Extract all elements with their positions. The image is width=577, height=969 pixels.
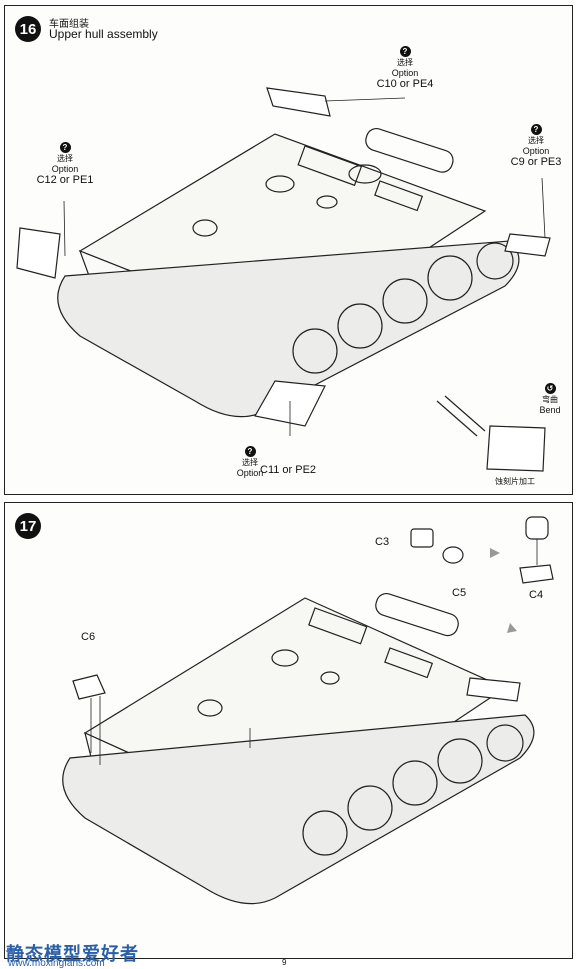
- step-16-panel: 16 车面组装 Upper hull assembly: [4, 5, 573, 495]
- question-icon: ?: [530, 124, 542, 135]
- part-c6-label: C6: [81, 631, 96, 643]
- hull-drawing-16: [16, 87, 551, 472]
- option-callout-left: ? 选择 Option C12 or PE1: [25, 142, 105, 186]
- watermark: 静态模型爱好者: [6, 944, 139, 965]
- part-c5-label: C5: [452, 587, 467, 599]
- option-en: Option: [391, 68, 419, 78]
- option-callout-right: ? 选择 Option C9 or PE3: [500, 124, 572, 168]
- bend-cn: 弯曲: [542, 395, 558, 404]
- option-part: C12 or PE1: [36, 174, 94, 186]
- step-title: Upper hull assembly: [49, 27, 158, 41]
- option-en: Option: [236, 468, 264, 478]
- option-en: Option: [51, 164, 79, 174]
- option-callout-top: ? 选择 Option C10 or PE4: [365, 46, 445, 90]
- option-callout-bottom: ? 选择 Option: [215, 446, 285, 479]
- step-number: 17: [15, 513, 41, 539]
- part-c4-label: C4: [529, 589, 544, 601]
- question-icon: ?: [59, 142, 71, 153]
- question-icon: ?: [244, 446, 256, 457]
- part-c3-label: C3: [375, 536, 390, 548]
- option-cn: 选择: [57, 154, 73, 163]
- step-17-panel: 17: [4, 502, 573, 959]
- option-part: C9 or PE3: [510, 156, 562, 168]
- option-cn: 选择: [528, 136, 544, 145]
- option-en: Option: [522, 146, 550, 156]
- bend-en: Bend: [539, 405, 561, 415]
- hull-drawing-17: [62, 516, 554, 905]
- bend-note-cn: 蚀刻片加工: [495, 477, 535, 486]
- bend-callout: ↺ 弯曲 Bend: [530, 383, 570, 416]
- step-title-cn: 车面组装: [49, 19, 89, 30]
- bend-icon: ↺: [544, 383, 556, 394]
- watermark-url: www.moxingfans.com: [8, 958, 105, 969]
- option-part-bottom: C11 or PE2: [260, 464, 317, 476]
- option-cn: 选择: [397, 58, 413, 67]
- question-icon: ?: [399, 46, 411, 57]
- step-number: 16: [15, 16, 41, 42]
- bend-note: 蚀刻片加工: [475, 476, 555, 487]
- option-part: C10 or PE4: [376, 78, 434, 90]
- option-cn: 选择: [242, 458, 258, 467]
- page-number: 9: [282, 958, 287, 967]
